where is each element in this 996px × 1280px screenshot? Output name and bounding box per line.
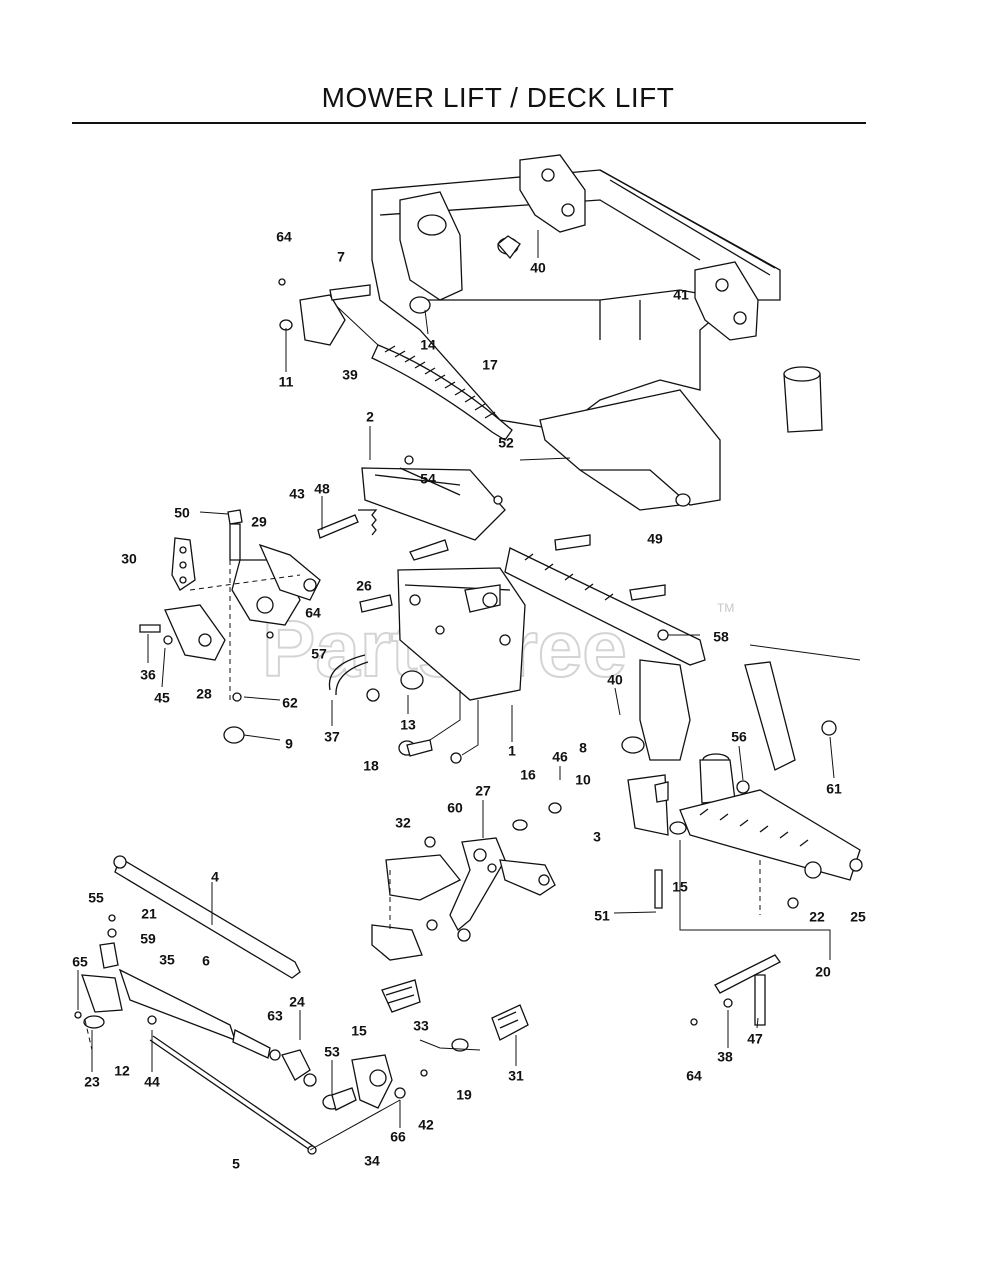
callout-46: 46 bbox=[552, 749, 568, 765]
callout-15: 15 bbox=[351, 1023, 367, 1039]
left-bracket-assembly bbox=[139, 509, 321, 700]
callout-49: 49 bbox=[647, 531, 663, 547]
pivot-bolt bbox=[199, 511, 281, 744]
callout-52: 52 bbox=[498, 435, 514, 451]
callout-44: 44 bbox=[144, 1074, 160, 1090]
callout-58: 58 bbox=[713, 629, 729, 645]
callout-16: 16 bbox=[520, 767, 536, 783]
callout-17: 17 bbox=[482, 357, 498, 373]
callout-13: 13 bbox=[400, 717, 416, 733]
callout-34: 34 bbox=[364, 1153, 380, 1169]
callout-47: 47 bbox=[747, 1031, 763, 1047]
callout-2: 2 bbox=[366, 409, 374, 425]
callout-12: 12 bbox=[114, 1063, 130, 1079]
callout-41: 41 bbox=[673, 287, 689, 303]
callout-9: 9 bbox=[285, 736, 293, 752]
callout-7: 7 bbox=[337, 249, 345, 265]
right-lower-pin bbox=[690, 954, 781, 1026]
callout-36: 36 bbox=[140, 667, 156, 683]
callout-19: 19 bbox=[456, 1087, 472, 1103]
callout-24: 24 bbox=[289, 994, 305, 1010]
spring-anchor bbox=[278, 278, 431, 346]
callout-31: 31 bbox=[508, 1068, 524, 1084]
page-title: MOWER LIFT / DECK LIFT bbox=[321, 82, 675, 113]
top-bracket-lower bbox=[694, 261, 759, 341]
leader-lines bbox=[77, 230, 835, 1151]
callout-27: 27 bbox=[475, 783, 491, 799]
callout-61: 61 bbox=[826, 781, 842, 797]
lift-rods bbox=[113, 855, 317, 1155]
callout-39: 39 bbox=[342, 367, 358, 383]
bolts-upper bbox=[317, 509, 449, 613]
callout-65: 65 bbox=[72, 954, 88, 970]
callout-4: 4 bbox=[211, 869, 219, 885]
callout-64: 64 bbox=[276, 229, 292, 245]
callout-35: 35 bbox=[159, 952, 175, 968]
watermark-trademark: TM bbox=[717, 601, 734, 615]
callout-66: 66 bbox=[390, 1129, 406, 1145]
left-small-parts bbox=[74, 914, 157, 1051]
callout-53: 53 bbox=[324, 1044, 340, 1060]
lift-plate bbox=[361, 455, 506, 541]
callout-50: 50 bbox=[174, 505, 190, 521]
title-divider bbox=[72, 122, 866, 124]
callout-30: 30 bbox=[121, 551, 137, 567]
callout-32: 32 bbox=[395, 815, 411, 831]
callout-29: 29 bbox=[251, 514, 267, 530]
callout-18: 18 bbox=[363, 758, 379, 774]
callout-15: 15 bbox=[672, 879, 688, 895]
callout-37: 37 bbox=[324, 729, 340, 745]
callout-59: 59 bbox=[140, 931, 156, 947]
callout-26: 26 bbox=[356, 578, 372, 594]
callout-56: 56 bbox=[731, 729, 747, 745]
callout-45: 45 bbox=[154, 690, 170, 706]
callout-23: 23 bbox=[84, 1074, 100, 1090]
right-lift-arm bbox=[621, 629, 863, 960]
callout-6: 6 bbox=[202, 953, 210, 969]
callout-11: 11 bbox=[279, 374, 294, 390]
lift-shaft bbox=[504, 534, 706, 666]
pedal-bracket bbox=[371, 802, 562, 961]
callout-38: 38 bbox=[717, 1049, 733, 1065]
callout-54: 54 bbox=[420, 471, 436, 487]
callout-57: 57 bbox=[311, 646, 327, 662]
top-bracket-upper bbox=[497, 154, 586, 260]
callout-43: 43 bbox=[289, 486, 305, 502]
main-frame bbox=[371, 169, 823, 511]
callout-42: 42 bbox=[418, 1117, 434, 1133]
callout-48: 48 bbox=[314, 481, 330, 497]
callout-51: 51 bbox=[594, 908, 610, 924]
lift-link-rod bbox=[328, 654, 380, 702]
callout-1: 1 bbox=[508, 743, 516, 759]
callout-40: 40 bbox=[607, 672, 623, 688]
callout-3: 3 bbox=[593, 829, 601, 845]
callout-28: 28 bbox=[196, 686, 212, 702]
callout-25: 25 bbox=[850, 909, 866, 925]
callout-64: 64 bbox=[305, 605, 321, 621]
lower-pedal-assembly bbox=[322, 979, 529, 1111]
callout-5: 5 bbox=[232, 1156, 240, 1172]
deck-lift-plate bbox=[397, 567, 526, 701]
callout-14: 14 bbox=[420, 337, 436, 353]
callout-60: 60 bbox=[447, 800, 463, 816]
callout-62: 62 bbox=[282, 695, 298, 711]
bushings-lower bbox=[398, 670, 479, 764]
callout-8: 8 bbox=[579, 740, 587, 756]
callout-63: 63 bbox=[267, 1008, 283, 1024]
callout-22: 22 bbox=[809, 909, 825, 925]
lift-spring bbox=[329, 299, 513, 441]
callout-55: 55 bbox=[88, 890, 104, 906]
callout-21: 21 bbox=[141, 906, 157, 922]
callout-10: 10 bbox=[575, 772, 591, 788]
callout-20: 20 bbox=[815, 964, 831, 980]
callout-40: 40 bbox=[530, 260, 546, 276]
callout-64: 64 bbox=[686, 1068, 702, 1084]
callout-33: 33 bbox=[413, 1018, 429, 1034]
